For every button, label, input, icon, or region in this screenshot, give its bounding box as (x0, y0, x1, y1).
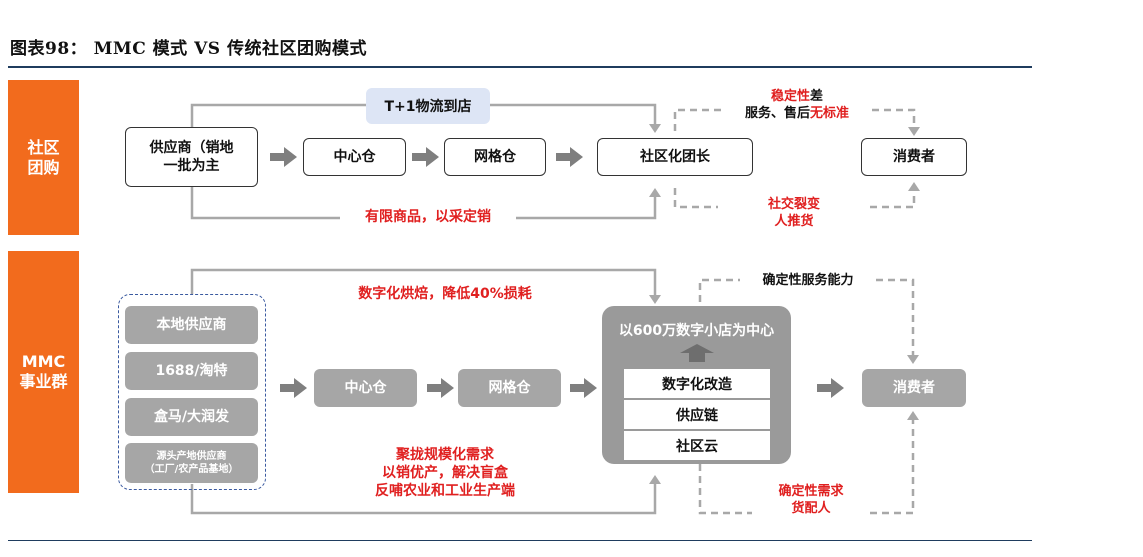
consumer-box-top: 消费者 (861, 138, 967, 176)
consumer-box-mmc: 消费者 (862, 369, 966, 407)
grid-warehouse-box: 网格仓 (444, 138, 546, 176)
center-warehouse-box-mmc: 中心仓 (314, 369, 417, 407)
hub-item-community-cloud: 社区云 (624, 431, 770, 460)
certain-demand-label: 确定性需求 货配人 (778, 484, 844, 516)
grid-warehouse-box-mmc: 网格仓 (458, 369, 561, 407)
page-title: 图表98： MMC 模式 VS 传统社区团购模式 (10, 39, 367, 59)
logistics-badge: T+1物流到店 (366, 88, 490, 124)
community-leader-box: 社区化团长 (597, 138, 753, 176)
bottom-rule (8, 540, 1032, 541)
supplier-box: 供应商（销地 一批为主 (125, 127, 258, 187)
center-warehouse-box: 中心仓 (303, 138, 406, 176)
source-hema-rt-mart: 盒马/大润发 (125, 398, 258, 436)
source-1688-taote: 1688/淘特 (125, 352, 258, 390)
aggregate-demand-label: 聚拢规模化需求 以销优产，解决盲盒 反哺农业和工业生产端 (375, 447, 515, 499)
digital-baking-label: 数字化烘焙，降低40%损耗 (358, 286, 532, 302)
source-origin-supplier: 源头产地供应商 （工厂/农产品基地） (125, 443, 258, 483)
certain-service-label: 确定性服务能力 (740, 272, 876, 289)
stability-label: 稳定性差 服务、售后无标准 (744, 89, 850, 121)
sources-group (118, 294, 266, 490)
hub-item-digital-transform: 数字化改造 (624, 369, 770, 398)
hub-item-supply-chain: 供应链 (624, 400, 770, 429)
social-viral-label: 社交裂变 人推货 (767, 197, 820, 229)
limited-goods-label: 有限商品，以采定销 (340, 209, 516, 226)
title-rule (8, 66, 1032, 68)
hub-up-arrow-icon (680, 344, 714, 362)
source-local-supplier: 本地供应商 (125, 306, 258, 344)
section-label-community-group-buy: 社区 团购 (8, 80, 79, 235)
hub-title: 以600万数字小店为中心 (618, 323, 775, 339)
section-label-mmc: MMC 事业群 (8, 251, 79, 493)
